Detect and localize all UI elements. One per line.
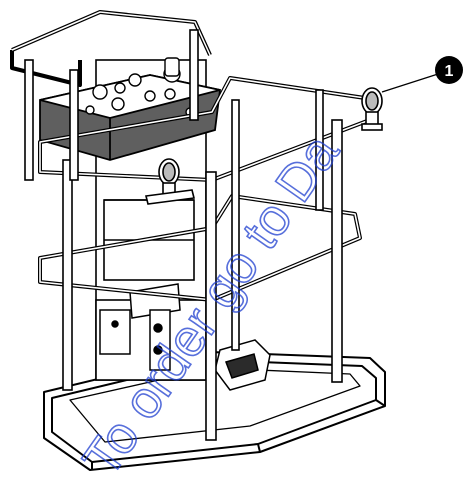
rail-posts [62,89,343,441]
callout-marker: 1 [435,56,463,84]
gate-rails [24,29,199,181]
beacon-light-secondary [145,158,195,205]
entry-gate-inner [11,11,211,56]
callout-leader-line [381,73,439,93]
beacon-light [361,87,383,131]
control-panel-controls [85,57,195,117]
callout-number: 1 [445,63,454,80]
foot-switch [214,339,271,391]
